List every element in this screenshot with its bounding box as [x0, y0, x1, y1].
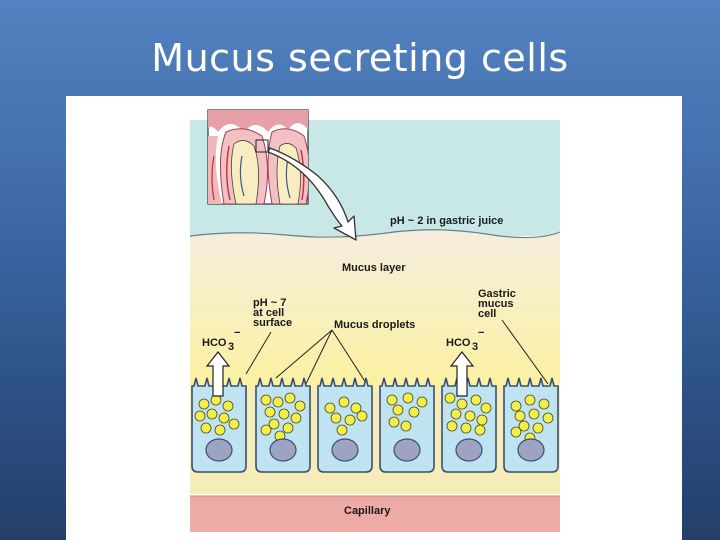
mucus-droplet — [344, 414, 356, 426]
mucus-cell — [317, 377, 373, 473]
mucus-droplet — [542, 412, 554, 424]
diagram-panel: pH ~ 2 in gastric juice Mucus layer pH ~… — [66, 96, 682, 540]
bicarbonate-label-right: HCO 3 − — [446, 327, 484, 353]
mucus-cell — [379, 377, 435, 473]
mucus-droplet — [218, 412, 230, 424]
mucus-droplet — [330, 412, 342, 424]
mucus-droplet — [356, 410, 368, 422]
mucus-droplet — [194, 410, 206, 422]
pointer-lines — [245, 319, 549, 393]
mucus-droplet — [444, 392, 456, 404]
mucus-droplet — [400, 420, 412, 432]
svg-text:HCO: HCO — [446, 337, 471, 349]
mucus-droplet — [324, 402, 336, 414]
cell-nucleus — [455, 438, 483, 462]
mucus-layer-region — [190, 229, 560, 388]
svg-text:3: 3 — [472, 341, 478, 353]
mucus-droplet — [388, 416, 400, 428]
mucus-droplet — [206, 408, 218, 420]
mucus-droplet — [386, 394, 398, 406]
mucus-droplet — [290, 412, 302, 424]
epithelial-cells — [191, 351, 559, 473]
mucus-droplet — [528, 408, 540, 420]
mucus-droplet — [470, 394, 482, 406]
mucus-droplet — [474, 424, 486, 436]
mucus-droplet — [282, 422, 294, 434]
mucus-droplet — [402, 392, 414, 404]
capillary — [190, 496, 560, 532]
gastric-cell-label-3: cell — [478, 308, 496, 320]
mucus-droplet — [446, 420, 458, 432]
stomach-fold-inset — [207, 109, 309, 205]
mucus-droplet — [450, 408, 462, 420]
capillary-label: Capillary — [344, 505, 391, 517]
mucus-droplet — [464, 410, 476, 422]
svg-text:HCO: HCO — [202, 337, 227, 349]
slide-title: Mucus secreting cells — [151, 36, 569, 80]
mucus-droplet — [222, 400, 234, 412]
svg-text:−: − — [478, 327, 484, 339]
mucus-droplet — [392, 404, 404, 416]
cell-nucleus — [393, 438, 421, 462]
mucus-droplet — [416, 396, 428, 408]
mucus-droplet — [408, 406, 420, 418]
mucus-cell — [503, 377, 559, 473]
mucus-layer-label: Mucus layer — [342, 262, 406, 274]
cell-nucleus — [517, 438, 545, 462]
mucus-droplet — [338, 396, 350, 408]
mucus-droplet — [476, 414, 488, 426]
bicarbonate-arrow — [449, 351, 475, 397]
ph-cell-label-2: at cell — [253, 307, 284, 319]
mucus-droplet — [294, 400, 306, 412]
zoom-arrow — [267, 147, 357, 241]
stomach-mucosa-diagram: pH ~ 2 in gastric juice Mucus layer pH ~… — [189, 109, 561, 532]
mucus-cell — [441, 377, 497, 473]
cell-nucleus — [331, 438, 359, 462]
mucus-droplet — [510, 426, 522, 438]
mucus-droplet — [480, 402, 492, 414]
mucus-droplet — [200, 422, 212, 434]
mucus-droplet — [268, 418, 280, 430]
gastric-cell-label-1: Gastric — [478, 288, 516, 300]
mucus-droplet — [336, 424, 348, 436]
mucus-droplet — [538, 398, 550, 410]
mucus-cell — [255, 377, 311, 473]
bicarbonate-label-left: HCO 3 − — [202, 327, 240, 353]
svg-text:3: 3 — [228, 341, 234, 353]
mucus-cell — [191, 377, 247, 473]
mucus-droplet — [284, 392, 296, 404]
mucus-droplet — [228, 418, 240, 430]
mucus-droplet — [260, 424, 272, 436]
cell-nucleus — [269, 438, 297, 462]
gastric-cell-label-2: mucus — [478, 298, 513, 310]
mucus-droplet — [214, 424, 226, 436]
mucus-droplet — [514, 410, 526, 422]
mucus-droplet — [456, 398, 468, 410]
mucus-droplet — [260, 394, 272, 406]
svg-text:−: − — [234, 327, 240, 339]
mucus-droplet — [278, 408, 290, 420]
mucus-droplet — [532, 422, 544, 434]
ph-cell-label-3: surface — [253, 317, 292, 329]
gastric-juice-label: pH ~ 2 in gastric juice — [390, 215, 503, 227]
cell-nucleus — [205, 438, 233, 462]
mucus-droplet — [272, 396, 284, 408]
mucus-droplet — [510, 400, 522, 412]
mucus-droplet — [524, 394, 536, 406]
mucus-droplet — [264, 406, 276, 418]
mucus-droplet — [518, 420, 530, 432]
mucus-droplets-label: Mucus droplets — [334, 319, 415, 331]
mucus-droplet — [198, 398, 210, 410]
mucus-droplet — [350, 402, 362, 414]
mucus-droplet — [460, 422, 472, 434]
bicarbonate-arrow — [205, 351, 231, 397]
ph-cell-label-1: pH ~ 7 — [253, 297, 286, 309]
